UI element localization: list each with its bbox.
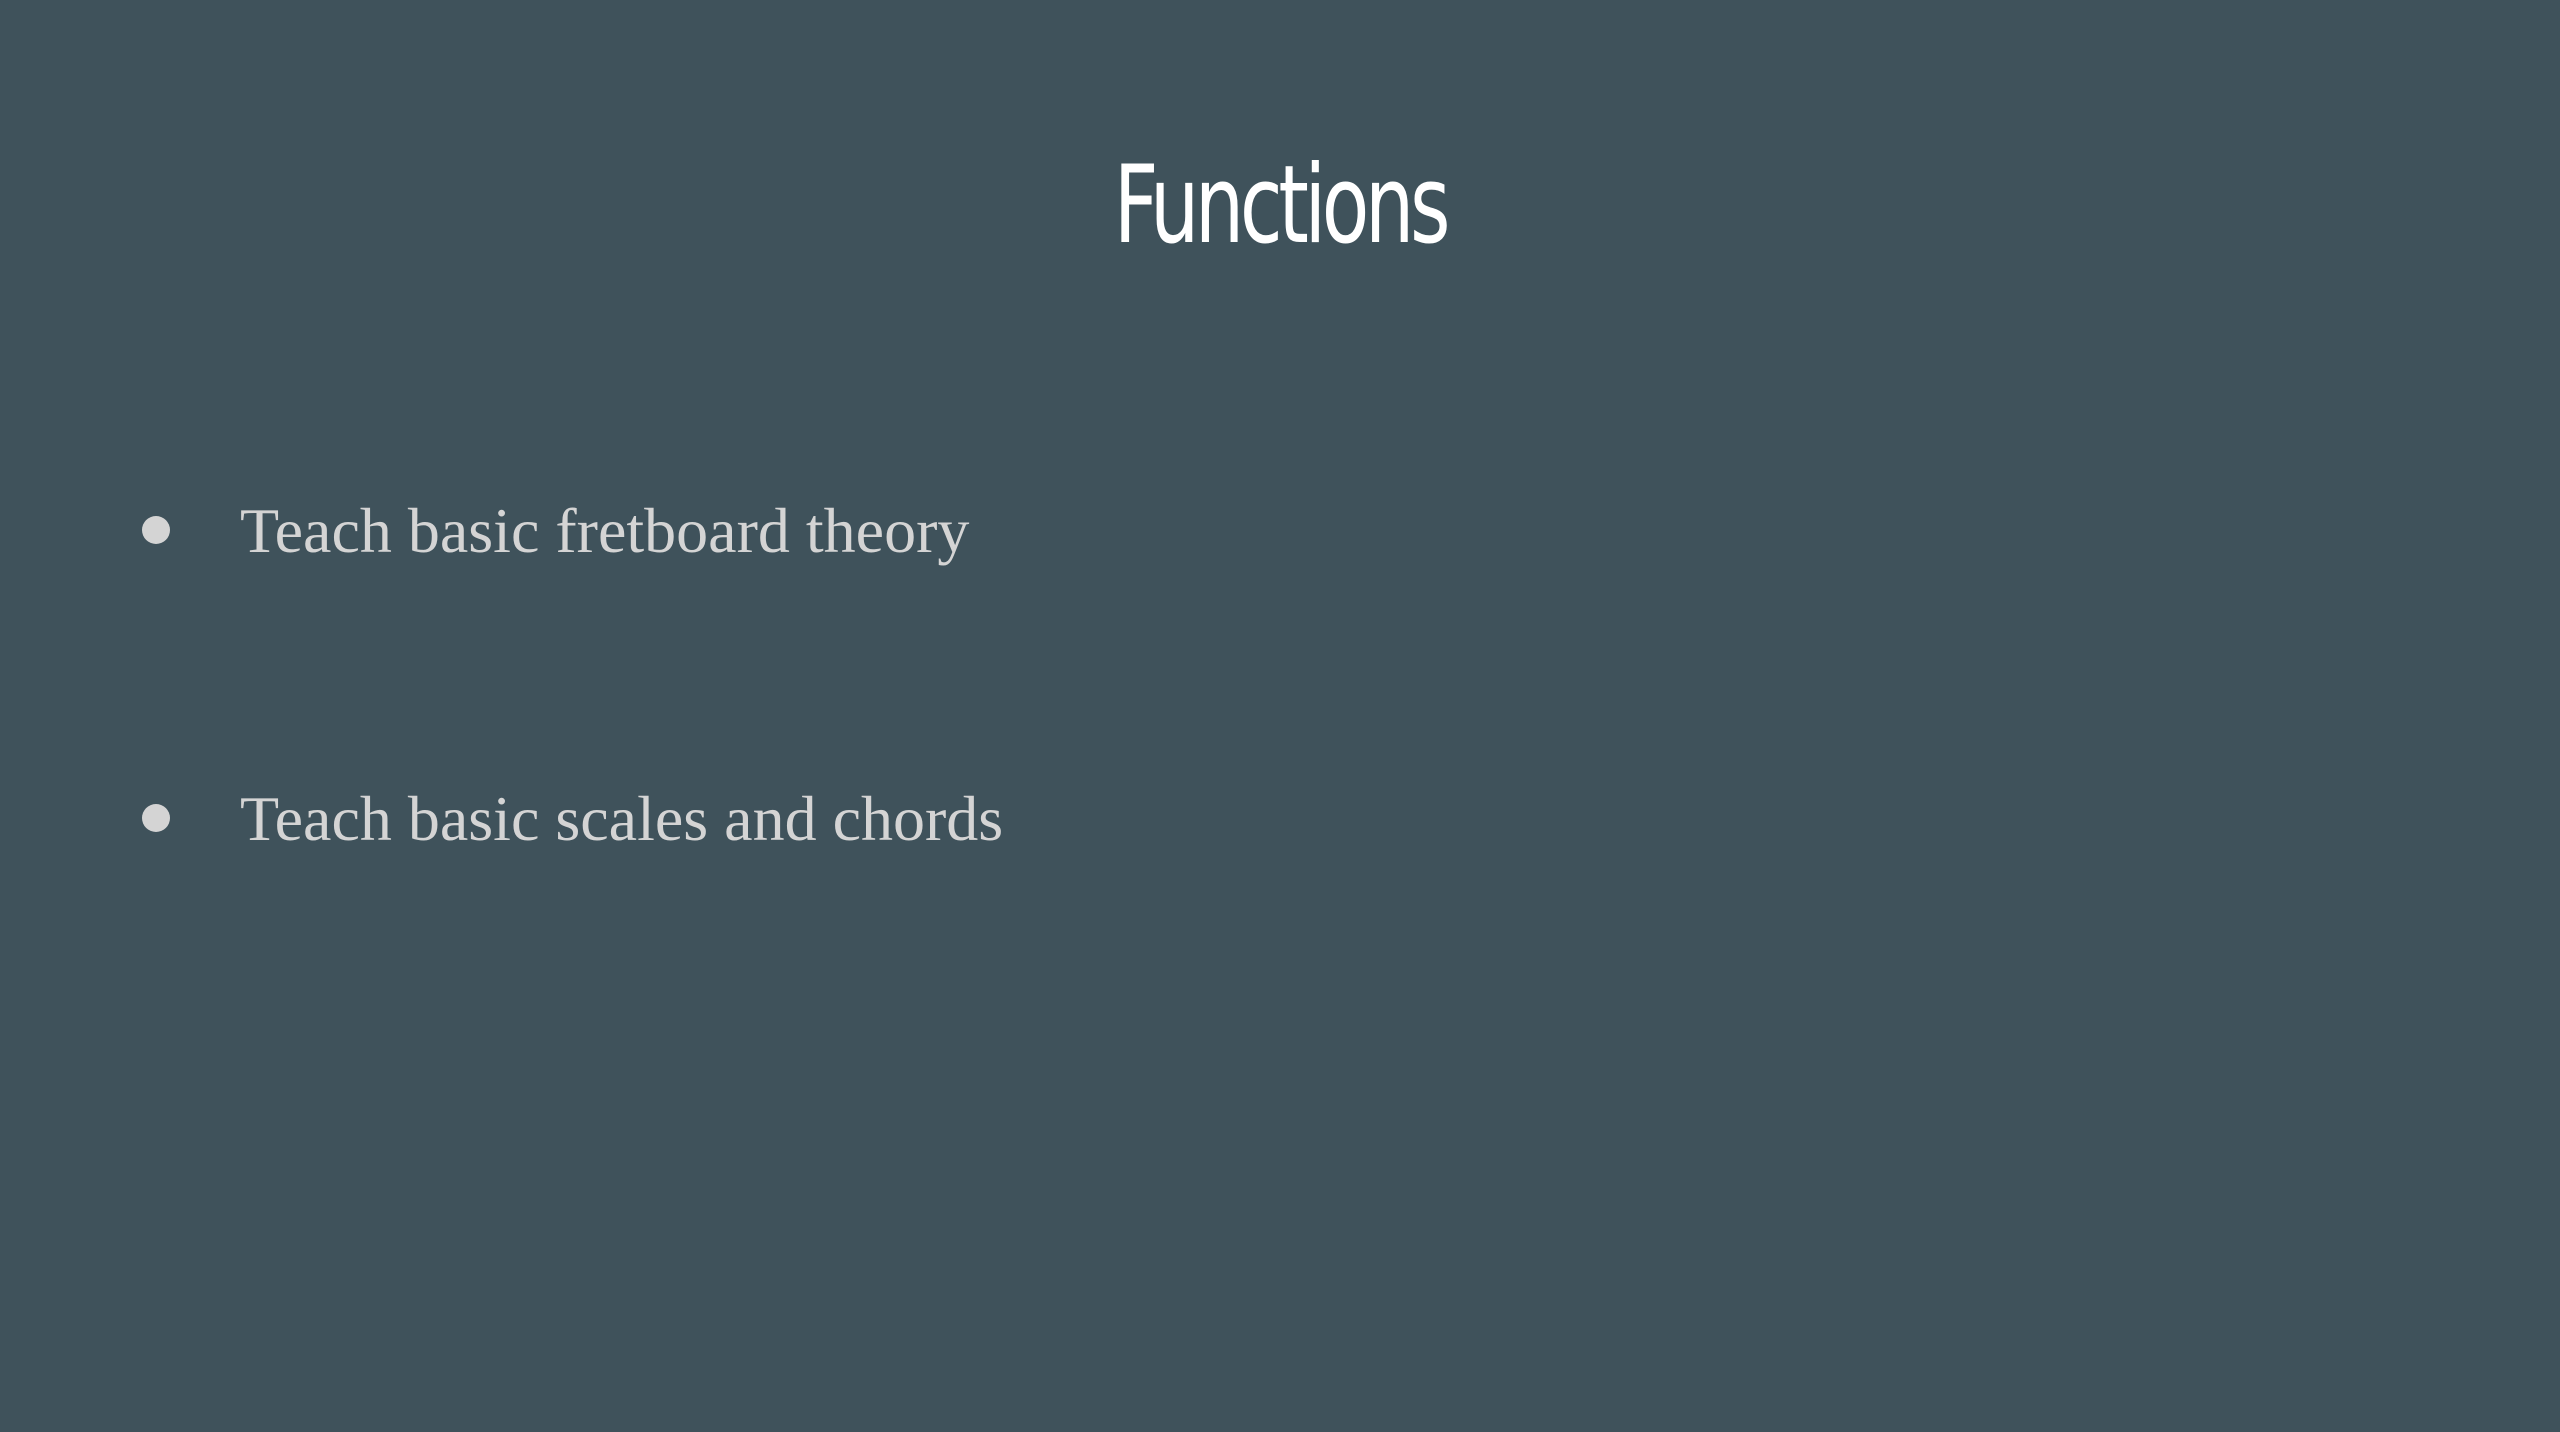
bullet-item: Teach basic scales and chords bbox=[0, 774, 2560, 864]
bullet-dot-icon bbox=[142, 516, 170, 544]
slide-title: Functions bbox=[1113, 143, 1451, 268]
bullet-text: Teach basic fretboard theory bbox=[240, 495, 970, 566]
bullet-dot-icon bbox=[142, 804, 170, 832]
bullet-item: Teach basic fretboard theory bbox=[0, 486, 2560, 576]
bullet-text: Teach basic scales and chords bbox=[240, 783, 1004, 854]
